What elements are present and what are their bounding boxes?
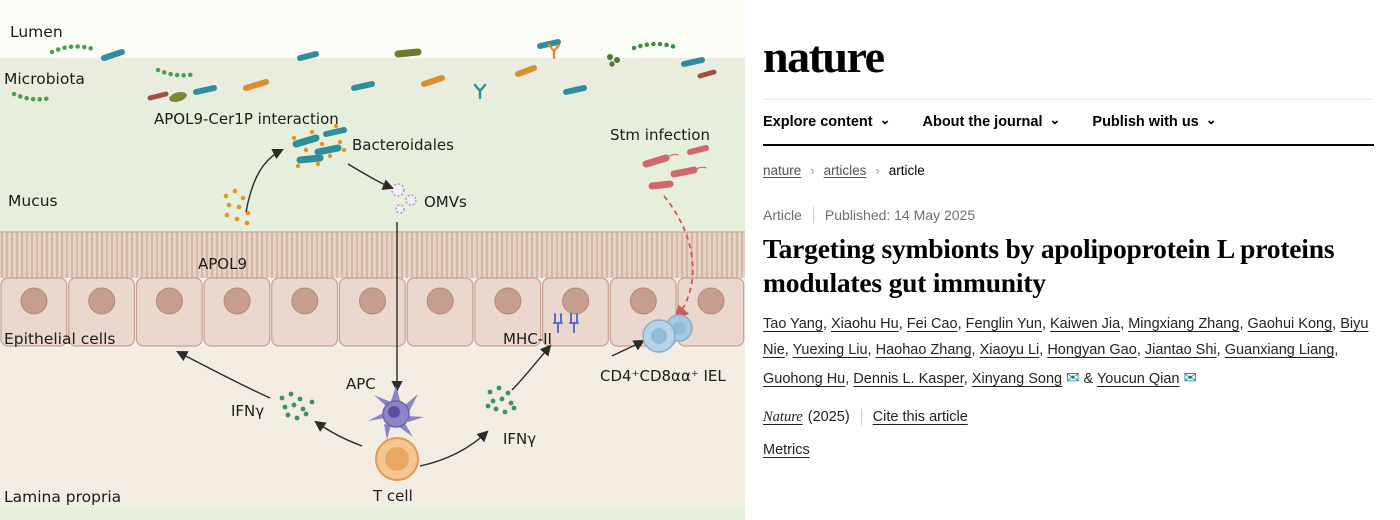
apc-cell bbox=[368, 386, 424, 440]
label-apc: APC bbox=[346, 375, 376, 393]
meta-divider bbox=[812, 207, 814, 223]
label-t-cell: T cell bbox=[372, 487, 413, 505]
cite-this-article-link[interactable]: Cite this article bbox=[872, 409, 968, 426]
breadcrumb-nature[interactable]: nature bbox=[763, 163, 802, 178]
ifng-granules-left bbox=[279, 391, 315, 421]
stm-dashed-arrow bbox=[663, 195, 694, 321]
chevron-down-icon: ⌄ bbox=[879, 111, 891, 127]
nav-label: About the journal bbox=[922, 114, 1043, 130]
bacteroidales-cluster bbox=[291, 123, 347, 169]
label-lumen: Lumen bbox=[10, 23, 63, 41]
label-ifng-left: IFNγ bbox=[231, 402, 264, 420]
journal-link[interactable]: Nature bbox=[763, 408, 803, 425]
nav-explore-content[interactable]: Explore content ⌄ bbox=[763, 111, 891, 131]
stm-bacteria-icons bbox=[642, 145, 709, 190]
breadcrumb-articles[interactable]: articles bbox=[823, 163, 867, 178]
author-link[interactable]: Xiaohu Hu bbox=[831, 316, 899, 333]
citation-row: Nature (2025) Cite this article bbox=[763, 409, 1374, 426]
metrics-link[interactable]: Metrics bbox=[763, 441, 810, 458]
ifng-granules-right bbox=[485, 385, 517, 415]
label-ifng-right: IFNγ bbox=[503, 430, 536, 448]
author-list: Tao Yang, Xiaohu Hu, Fei Cao, Fenglin Yu… bbox=[763, 316, 1369, 387]
nav-label: Explore content bbox=[763, 114, 873, 130]
figure-labels: Lumen Microbiota APOL9-Cer1P interaction… bbox=[4, 23, 726, 506]
figure-panel: Lumen Microbiota APOL9-Cer1P interaction… bbox=[0, 0, 745, 520]
microbiota-icons bbox=[11, 39, 717, 102]
t-cell bbox=[375, 437, 419, 481]
metrics-row: Metrics bbox=[763, 442, 1374, 458]
article-panel: nature Explore content ⌄ About the journ… bbox=[745, 0, 1400, 520]
iel-cells bbox=[642, 314, 693, 353]
chevron-down-icon: ⌄ bbox=[1049, 111, 1061, 127]
article-meta: Article Published: 14 May 2025 bbox=[763, 207, 1374, 223]
epithelial-cell-row bbox=[0, 277, 745, 347]
main-nav: Explore content ⌄ About the journal ⌄ Pu… bbox=[763, 100, 1374, 146]
chevron-down-icon: ⌄ bbox=[1205, 111, 1217, 127]
nature-logo[interactable]: nature bbox=[763, 31, 885, 82]
label-stm-infection: Stm infection bbox=[610, 126, 710, 144]
label-apol9-cer1p: APOL9-Cer1P interaction bbox=[154, 110, 339, 128]
author-link[interactable]: Dennis L. Kasper bbox=[853, 370, 964, 387]
label-mucus: Mucus bbox=[8, 192, 58, 210]
breadcrumb-article: article bbox=[888, 163, 925, 178]
logo-row: nature bbox=[763, 0, 1374, 100]
gut-immunity-diagram: Lumen Microbiota APOL9-Cer1P interaction… bbox=[0, 0, 745, 520]
citation-divider bbox=[860, 409, 862, 426]
mhc2-receptor-icons bbox=[553, 313, 579, 333]
journal-year: (2025) bbox=[807, 409, 850, 426]
author-link[interactable]: Fei Cao bbox=[906, 316, 958, 333]
breadcrumb-separator-icon: › bbox=[875, 163, 880, 178]
author-link[interactable]: Mingxiang Zhang bbox=[1128, 316, 1240, 333]
arrows bbox=[176, 149, 645, 467]
nav-publish-with-us[interactable]: Publish with us ⌄ bbox=[1092, 111, 1217, 131]
author-link[interactable]: Fenglin Yun bbox=[965, 316, 1042, 333]
omv-vesicles bbox=[391, 183, 417, 214]
author-link[interactable]: Yuexing Liu bbox=[792, 342, 868, 359]
author-link[interactable]: Hongyan Gao bbox=[1047, 342, 1137, 359]
label-omvs: OMVs bbox=[424, 193, 467, 211]
author-link[interactable]: Xinyang Song bbox=[971, 370, 1063, 387]
email-icon[interactable]: ✉ bbox=[1066, 369, 1080, 387]
label-lamina-propria: Lamina propria bbox=[4, 488, 121, 506]
author-link[interactable]: Biyu Nie bbox=[763, 316, 1369, 359]
author-link[interactable]: Tao Yang bbox=[763, 316, 823, 333]
article-title: Targeting symbionts by apolipoprotein L … bbox=[763, 233, 1335, 298]
nav-about-the-journal[interactable]: About the journal ⌄ bbox=[922, 111, 1061, 131]
published-date: Published: 14 May 2025 bbox=[824, 207, 976, 223]
author-link[interactable]: Haohao Zhang bbox=[875, 342, 972, 359]
label-bacteroidales: Bacteroidales bbox=[352, 136, 454, 154]
email-icon[interactable]: ✉ bbox=[1183, 369, 1197, 387]
label-apol9: APOL9 bbox=[198, 255, 247, 273]
breadcrumb: nature › articles › article bbox=[763, 163, 1374, 178]
author-link[interactable]: Gaohui Kong bbox=[1247, 316, 1333, 333]
label-iel: CD4⁺CD8αα⁺ IEL bbox=[600, 367, 726, 385]
author-link[interactable]: Kaiwen Jia bbox=[1050, 316, 1121, 333]
label-mhc-ii: MHC-II bbox=[503, 330, 552, 348]
author-link[interactable]: Guanxiang Liang bbox=[1224, 342, 1335, 359]
author-link[interactable]: Xiaoyu Li bbox=[979, 342, 1040, 359]
apol9-granules-upper bbox=[223, 188, 251, 226]
breadcrumb-separator-icon: › bbox=[810, 163, 815, 178]
author-link[interactable]: Youcun Qian bbox=[1096, 370, 1180, 387]
label-microbiota: Microbiota bbox=[4, 70, 85, 88]
article-type-label: Article bbox=[763, 207, 802, 223]
microvilli-band bbox=[0, 231, 745, 278]
author-link[interactable]: Jiantao Shi bbox=[1144, 342, 1217, 359]
nav-label: Publish with us bbox=[1092, 114, 1199, 130]
author-link[interactable]: Guohong Hu bbox=[763, 370, 846, 387]
label-epithelial-cells: Epithelial cells bbox=[4, 330, 115, 348]
